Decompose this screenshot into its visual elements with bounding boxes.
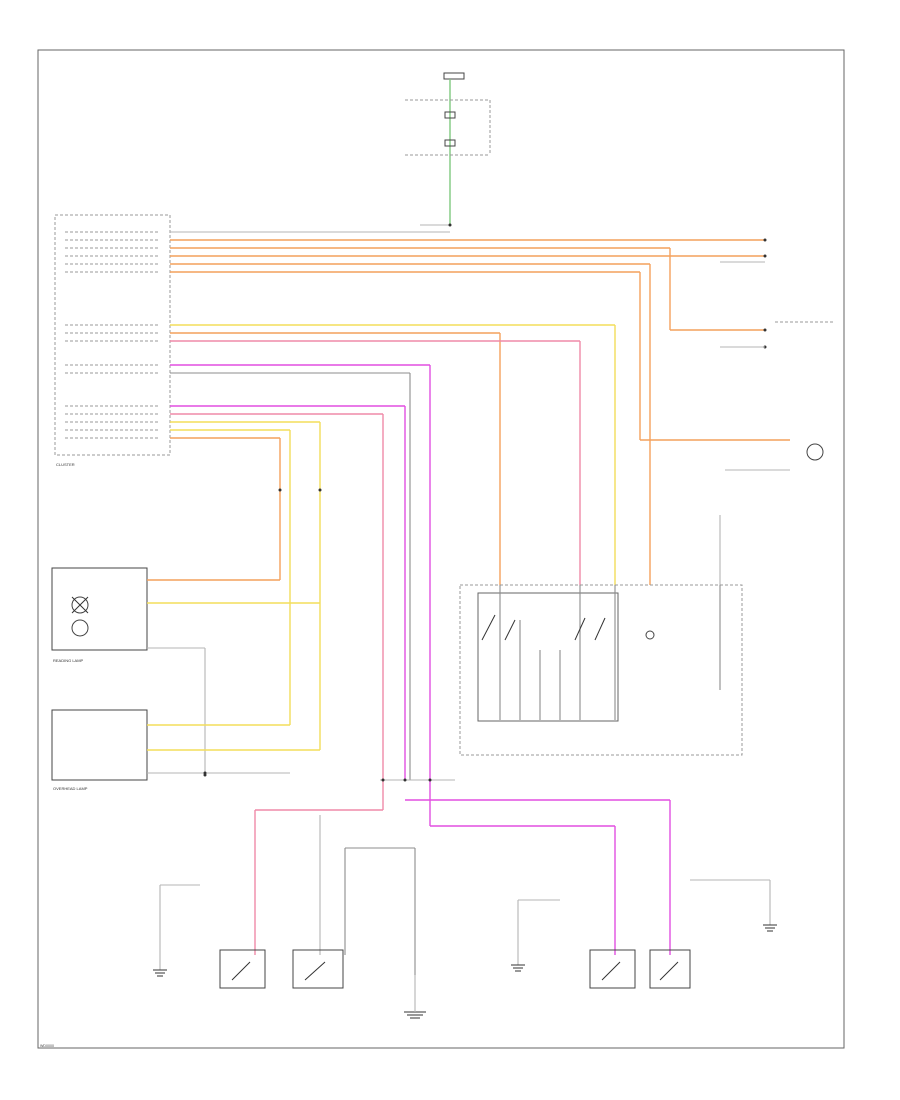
reading-lamp-label: READING LAMP: [53, 658, 84, 663]
rf-door-switch[interactable]: [292, 949, 344, 989]
overhead-lamp-label: OVERHEAD LAMP: [53, 786, 88, 791]
diagram-border: [37, 49, 845, 1049]
reading-lamp: READING LAMP: [51, 567, 320, 775]
lr-door-switch[interactable]: [589, 949, 636, 989]
door-switch-harness: [254, 779, 771, 975]
reading-lamp-bulb-icon-2: [71, 619, 89, 637]
cluster-module: CLUSTER: [54, 214, 171, 467]
trunk-lamp: [806, 443, 824, 461]
reading-lamp-bulb-icon: [71, 596, 89, 614]
cluster-label: CLUSTER: [56, 462, 75, 467]
overhead-lamp: OVERHEAD LAMP: [51, 709, 320, 791]
right-side-connectors: [719, 238, 835, 585]
headlamp-switch-module: [459, 584, 743, 756]
door-ajar-switches: [219, 949, 691, 989]
rr-door-switch[interactable]: [649, 949, 691, 989]
diagram-corner-label: WD0000: [40, 1044, 54, 1048]
illumination-icon: [645, 630, 655, 640]
lf-door-switch[interactable]: [219, 949, 266, 989]
cluster-wires: [170, 231, 790, 826]
power-feed-top: [405, 72, 491, 226]
grounds: [153, 884, 777, 1019]
splice-dots: [203, 223, 452, 782]
